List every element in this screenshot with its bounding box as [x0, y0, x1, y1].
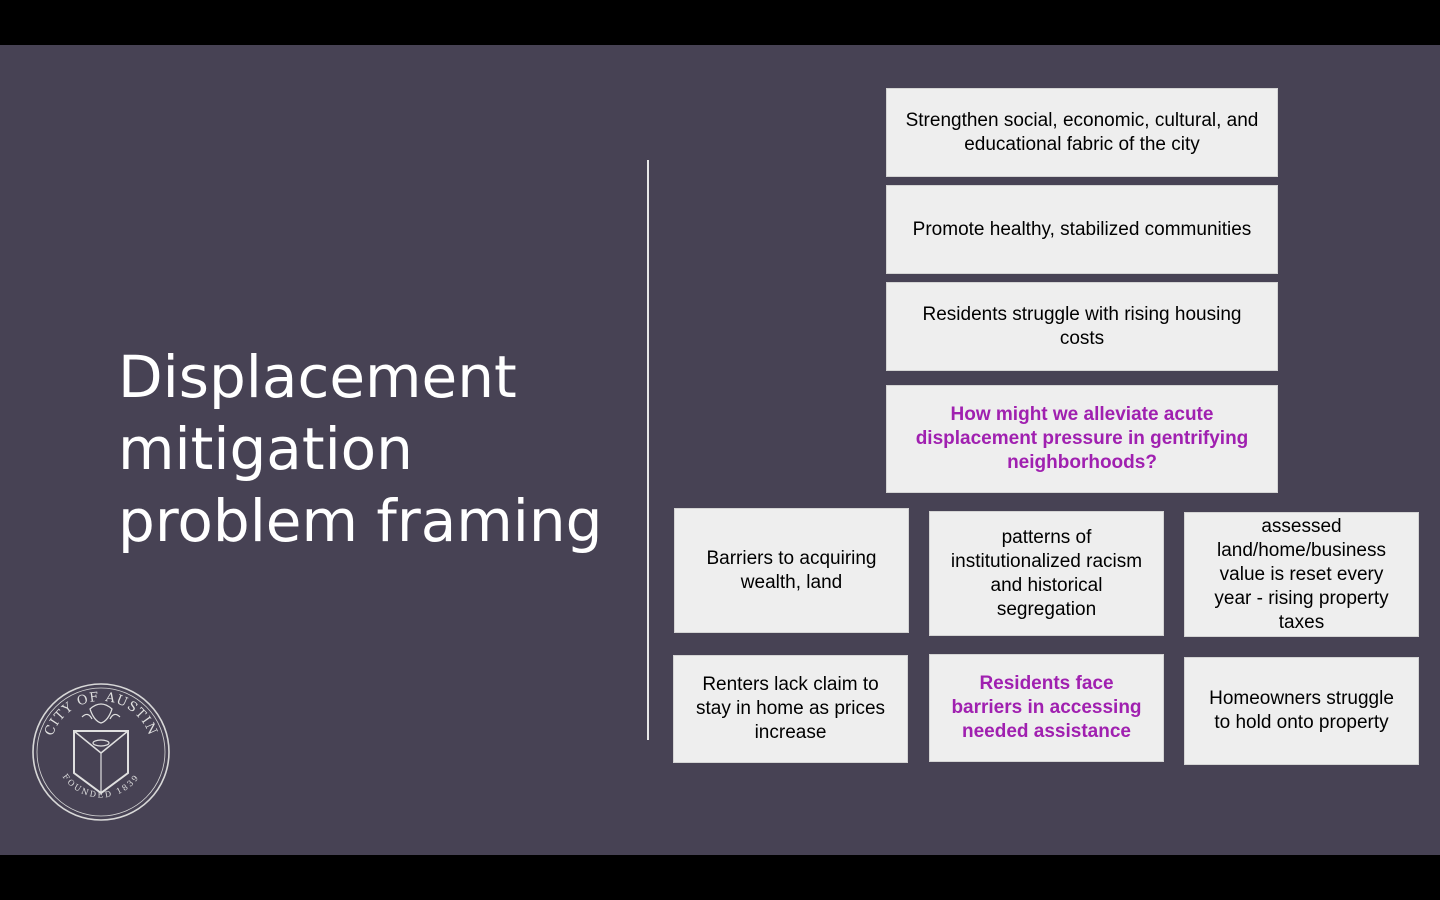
- title-line-3: problem framing: [118, 487, 603, 555]
- slide-title: Displacement mitigation problem framing: [118, 341, 618, 557]
- problem-box: Residents struggle with rising housing c…: [886, 282, 1278, 371]
- cause-box-taxes: assessed land/home/business value is res…: [1184, 512, 1419, 637]
- how-might-we-text: How might we alleviate acute displacemen…: [915, 404, 1249, 473]
- cause-text-wealth: Barriers to acquiring wealth, land: [706, 547, 877, 593]
- slide: Displacement mitigation problem framing …: [0, 45, 1440, 855]
- cause-box-assistance: Residents face barriers in accessing nee…: [929, 654, 1164, 762]
- title-line-2: mitigation: [118, 415, 413, 483]
- cause-box-racism: patterns of institutionalized racism and…: [929, 511, 1164, 636]
- cause-box-wealth: Barriers to acquiring wealth, land: [674, 508, 909, 633]
- vertical-divider: [647, 160, 649, 740]
- cause-box-homeowners: Homeowners struggle to hold onto propert…: [1184, 657, 1419, 765]
- objective-box: Promote healthy, stabilized communities: [886, 185, 1278, 274]
- cause-text-assistance: Residents face barriers in accessing nee…: [951, 673, 1142, 742]
- goal-text: Strengthen social, economic, cultural, a…: [905, 109, 1259, 155]
- cause-text-renters: Renters lack claim to stay in home as pr…: [695, 674, 886, 743]
- how-might-we-box: How might we alleviate acute displacemen…: [886, 385, 1278, 493]
- city-of-austin-seal-icon: CITY OF AUSTIN FOUNDED 1839: [32, 683, 170, 821]
- title-line-1: Displacement: [118, 343, 517, 411]
- objective-text: Promote healthy, stabilized communities: [912, 218, 1252, 240]
- cause-text-taxes: assessed land/home/business value is res…: [1214, 515, 1389, 633]
- problem-text: Residents struggle with rising housing c…: [922, 303, 1242, 349]
- cause-text-homeowners: Homeowners struggle to hold onto propert…: [1209, 688, 1394, 733]
- cause-box-renters: Renters lack claim to stay in home as pr…: [673, 655, 908, 763]
- cause-text-racism: patterns of institutionalized racism and…: [950, 526, 1143, 620]
- goal-box: Strengthen social, economic, cultural, a…: [886, 88, 1278, 177]
